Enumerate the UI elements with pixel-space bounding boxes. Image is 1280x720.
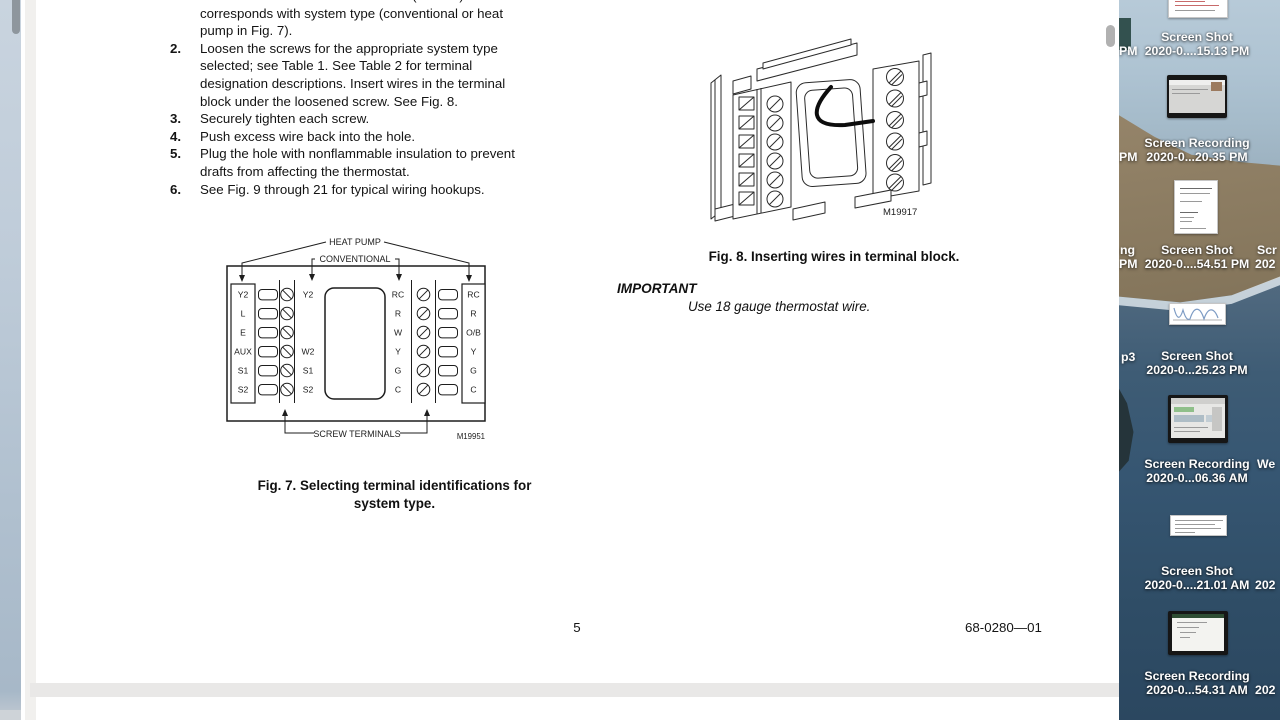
icon-label-fragment: 202 (1255, 577, 1276, 592)
terminal-label: S2 (303, 385, 314, 395)
recording-thumbnail (1168, 395, 1228, 443)
icon-label: Screen Recording (1144, 457, 1250, 471)
desktop: Screen Shot 2020-0....15.13 PM Screen Re… (1119, 0, 1280, 720)
terminal-label: RC (392, 290, 404, 300)
fig8-terminal-block-drawing: M19917 (710, 38, 932, 222)
screenshot-thumbnail (1174, 180, 1218, 234)
step-item: 5. Plug the hole with nonflammable insul… (170, 145, 590, 180)
fig7-heat-pump-label: HEAT PUMP (329, 237, 381, 247)
step-text: Loosen the screws for the appropriate sy… (200, 40, 506, 109)
fig7-screw-terminals-label: SCREW TERMINALS (313, 429, 400, 439)
step-number: 5. (170, 146, 182, 162)
background-window-corner (0, 710, 21, 720)
icon-date: 2020-0...25.23 PM (1146, 362, 1248, 377)
icon-label-fragment: PM (1119, 43, 1138, 58)
icon-date: 2020-0...06.36 AM (1146, 470, 1248, 485)
step-item: 4. Push excess wire back into the hole. (170, 128, 590, 146)
screenshot-thumbnail (1168, 0, 1228, 18)
document-scrollbar-thumb[interactable] (1106, 25, 1115, 47)
icon-label: Screen Shot (1161, 30, 1233, 44)
fig7-terminal-diagram: HEAT PUMP CONVENTIONAL SCREW TERMINALS Y… (226, 237, 486, 441)
document-number: 68-0280—01 (965, 620, 1042, 635)
fig8-part-code: M19917 (883, 207, 917, 218)
page-break-separator (30, 683, 1119, 697)
terminal-label: G (470, 366, 477, 376)
icon-label-fragment: Scr (1257, 243, 1277, 257)
terminal-label: G (395, 366, 402, 376)
screenshot-thumbnail (1170, 515, 1227, 536)
terminal-label: R (470, 309, 476, 319)
step-item: 2. Loosen the screws for the appropriate… (170, 40, 590, 110)
step-number: 1. (170, 0, 200, 40)
fig8-caption: Fig. 8. Inserting wires in terminal bloc… (708, 249, 960, 264)
icon-label-fragment: p3 (1121, 350, 1136, 364)
hidden-icon-fragment (1119, 18, 1131, 50)
terminal-label: Y (395, 347, 401, 357)
terminal-label: Y2 (303, 290, 314, 300)
icon-label-fragment: PM (1119, 256, 1138, 271)
terminal-label: W (394, 328, 403, 338)
icon-label-fragment: We (1257, 457, 1276, 471)
important-note: Use 18 gauge thermostat wire. (688, 299, 871, 314)
terminal-label: Y (471, 347, 477, 357)
recording-thumbnail (1167, 75, 1227, 118)
terminal-label: W2 (302, 347, 315, 357)
icon-date: 2020-0...54.31 AM (1146, 682, 1248, 697)
step-text: Securely tighten each screw. (200, 111, 370, 127)
background-window-edge (0, 0, 21, 720)
icon-label-fragment: 202 (1255, 256, 1276, 271)
icon-label-fragment: ng (1120, 243, 1136, 257)
waveform-thumbnail (1169, 303, 1226, 325)
icon-label: Screen Shot (1161, 243, 1233, 257)
step-number: 6. (170, 181, 182, 197)
step-item: 1. Select set of terminal identification… (170, 0, 590, 40)
fig7-caption: Fig. 7. Selecting terminal identificatio… (257, 478, 532, 511)
icon-label: Screen Recording (1144, 136, 1250, 150)
icon-label-fragment: 202 (1255, 682, 1276, 697)
terminal-label: RC (467, 290, 479, 300)
terminal-label: AUX (234, 347, 252, 357)
step-text: See Fig. 9 through 21 for typical wiring… (200, 181, 485, 197)
icon-label: Screen Shot (1161, 564, 1233, 578)
terminal-label: C (395, 385, 401, 395)
step-item: 6. See Fig. 9 through 21 for typical wir… (170, 181, 590, 199)
icon-label-fragment: PM (1119, 149, 1138, 164)
terminal-label: O/B (466, 328, 481, 338)
step-item: 3. Securely tighten each screw. (170, 110, 590, 128)
step-text: Select set of terminal identifications (… (200, 0, 504, 39)
step-text: Push excess wire back into the hole. (200, 128, 416, 144)
terminal-label: S1 (238, 366, 249, 376)
fig7-conventional-label: CONVENTIONAL (319, 254, 390, 264)
terminal-label: C (470, 385, 476, 395)
terminal-label: R (395, 309, 401, 319)
fig7-part-code: M19951 (457, 432, 485, 441)
terminal-label: E (240, 328, 246, 338)
instruction-list: 1. Select set of terminal identification… (170, 0, 590, 198)
page-margin-band (25, 0, 36, 720)
step-number: 2. (170, 40, 182, 56)
important-label: IMPORTANT (617, 281, 697, 296)
step-number: 3. (170, 111, 182, 127)
page-number: 5 (573, 620, 581, 635)
recording-thumbnail (1168, 611, 1228, 655)
terminal-label: L (241, 309, 246, 319)
icon-label: Screen Shot (1161, 349, 1233, 363)
background-scrollbar-thumb[interactable] (12, 0, 20, 34)
icon-date: 2020-0....21.01 AM (1144, 577, 1250, 592)
sine-wave-graphic (1173, 307, 1222, 321)
step-text: Plug the hole with nonflammable insulati… (200, 146, 515, 179)
terminal-label: S1 (303, 366, 314, 376)
terminal-label: S2 (238, 385, 249, 395)
icon-date: 2020-0....54.51 PM (1144, 256, 1250, 271)
wallpaper (1119, 0, 1280, 720)
terminal-label: Y2 (238, 290, 249, 300)
icon-date: 2020-0....15.13 PM (1144, 43, 1250, 58)
icon-date: 2020-0...20.35 PM (1146, 149, 1248, 164)
step-number: 4. (170, 128, 182, 144)
pdf-viewer-window: 1. Select set of terminal identification… (21, 0, 1119, 720)
icon-label: Screen Recording (1144, 669, 1250, 683)
